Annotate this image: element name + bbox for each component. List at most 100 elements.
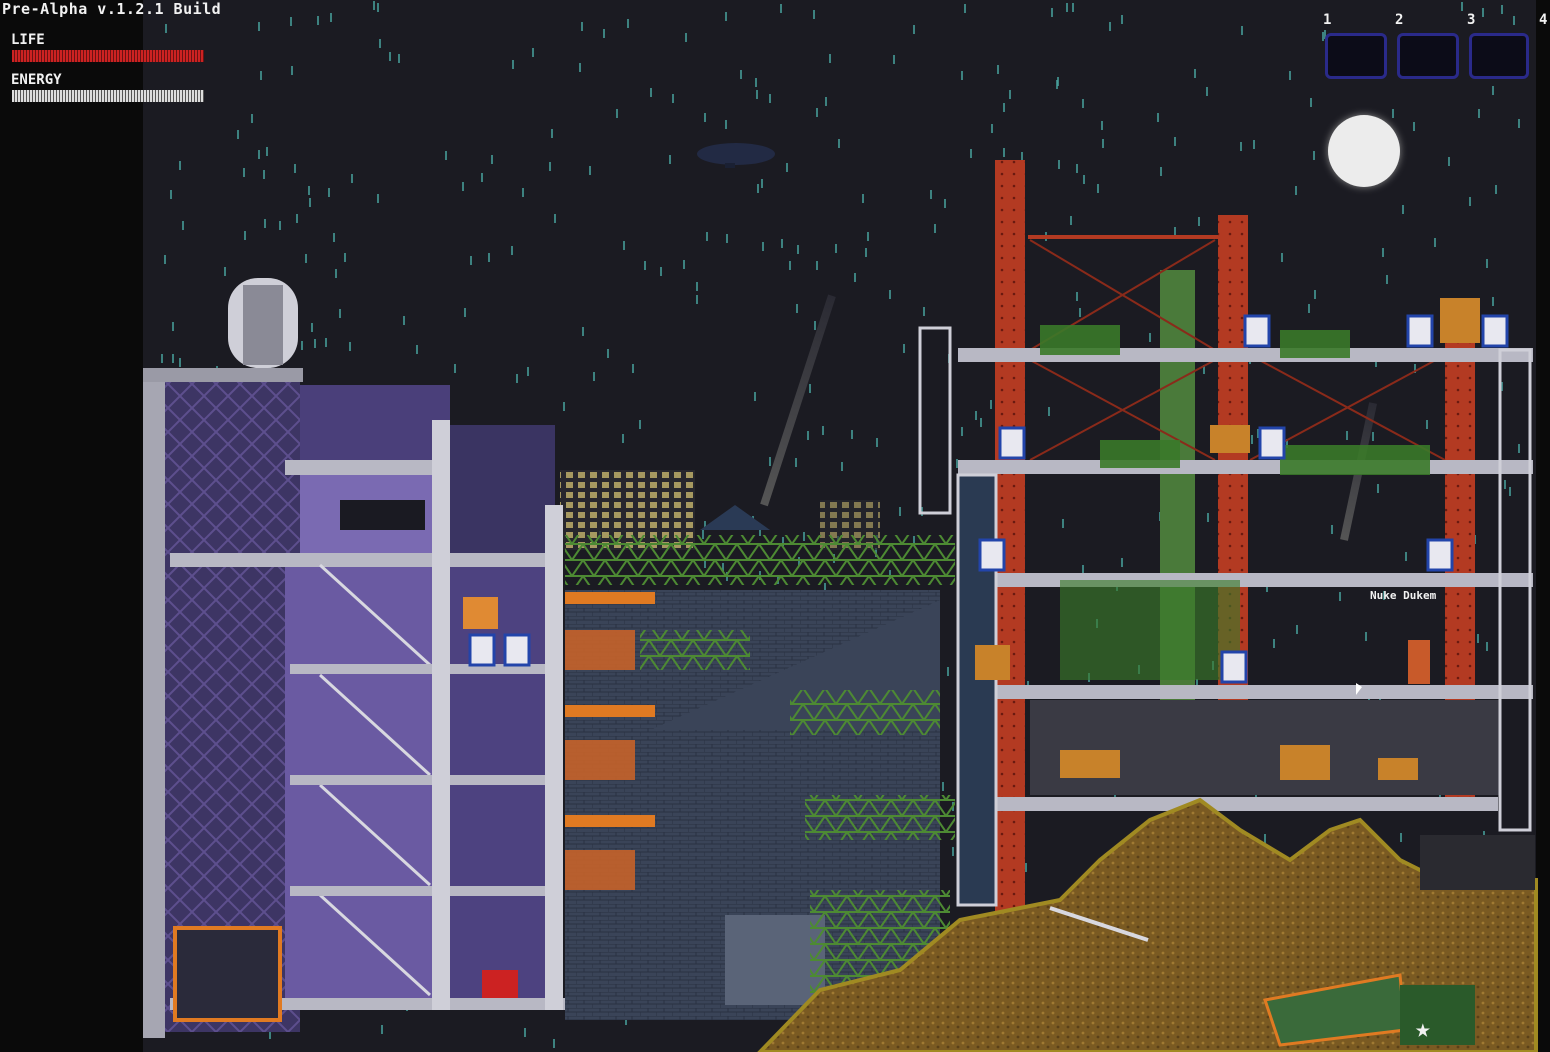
raindrop [1101,121,1104,131]
raindrop [888,290,891,300]
raindrop [991,123,994,133]
raindrop [582,327,585,337]
raindrop [579,62,582,72]
raindrop [1102,138,1105,148]
inventory-slot-1[interactable] [1325,33,1387,79]
raindrop [301,341,304,351]
raindrop [1476,633,1479,643]
raindrop [510,246,513,256]
raindrop [921,506,924,516]
raindrop [754,78,757,88]
raindrop [942,781,945,791]
player-name-label: Nuke Dukem [1370,589,1437,602]
raindrop [223,267,226,277]
raindrop [1491,86,1494,96]
raindrop [825,96,828,106]
raindrop [893,54,896,64]
raindrop [350,174,353,184]
raindrop [454,364,457,374]
raindrop [1478,109,1480,119]
slot-number-3: 3 [1467,12,1476,28]
raindrop [913,25,916,35]
raindrop [933,224,936,233]
raindrop [1321,32,1324,42]
raindrop [1071,3,1074,13]
raindrop [403,316,406,326]
raindrop [1323,30,1326,40]
raindrop [812,9,815,19]
raindrop [960,70,963,80]
raindrop [262,169,265,179]
raindrop [376,3,379,13]
raindrop [696,281,699,291]
raindrop [602,28,605,38]
raindrop [171,322,174,332]
raindrop [899,507,902,517]
raindrop [1148,332,1151,342]
raindrop [163,255,166,265]
raindrop [824,583,827,593]
mouse-cursor-icon [1356,683,1362,695]
raindrop [701,530,704,540]
raindrop [1494,184,1497,194]
slot-number-4: 4 [1539,12,1548,28]
raindrop [1375,358,1378,368]
raindrop [756,89,759,99]
raindrop [1280,253,1283,263]
raindrop [1252,139,1255,149]
raindrop [309,197,312,207]
raindrop [445,151,448,161]
raindrop [532,48,535,58]
raindrop [796,303,799,313]
raindrop [1365,631,1368,641]
raindrop [815,108,818,118]
raindrop [523,1028,526,1038]
inventory-slot-2[interactable] [1397,33,1459,79]
raindrop [695,295,698,305]
raindrop [314,338,317,348]
raindrop [265,147,268,157]
raindrop [172,353,175,363]
raindrop [1055,79,1058,89]
raindrop [343,252,346,262]
raindrop [1402,205,1405,215]
raindrop [835,244,838,254]
raindrop [1513,16,1516,26]
raindrop [289,16,292,26]
raindrop [516,373,519,383]
raindrop [1207,512,1210,522]
raindrop [780,3,783,13]
raindrop [902,343,905,353]
raindrop [294,164,297,174]
raindrop [851,430,854,440]
life-label: LIFE [11,32,45,48]
raindrop [1405,552,1408,562]
raindrop [378,38,381,48]
raindrop [788,261,791,271]
inventory-slot-3[interactable] [1469,33,1529,79]
raindrop [780,239,783,249]
raindrop [317,15,320,25]
raindrop [974,411,977,421]
raindrop [1288,71,1291,81]
raindrop [607,349,610,359]
raindrop [762,241,765,251]
raindrop [1381,248,1384,258]
blimp-icon [697,143,775,168]
raindrop [956,458,959,468]
raindrop [725,119,728,129]
raindrop [562,401,565,411]
raindrop [1051,8,1054,18]
raindrop [816,260,819,270]
raindrop [398,54,401,64]
raindrop [268,1030,271,1040]
raindrop [1256,428,1259,438]
raindrop [1021,152,1024,162]
life-bar [12,50,204,62]
raindrop [1491,296,1494,306]
raindrop [943,199,946,209]
raindrop [625,1016,628,1026]
raindrop [1048,407,1051,417]
raindrop [813,321,816,331]
